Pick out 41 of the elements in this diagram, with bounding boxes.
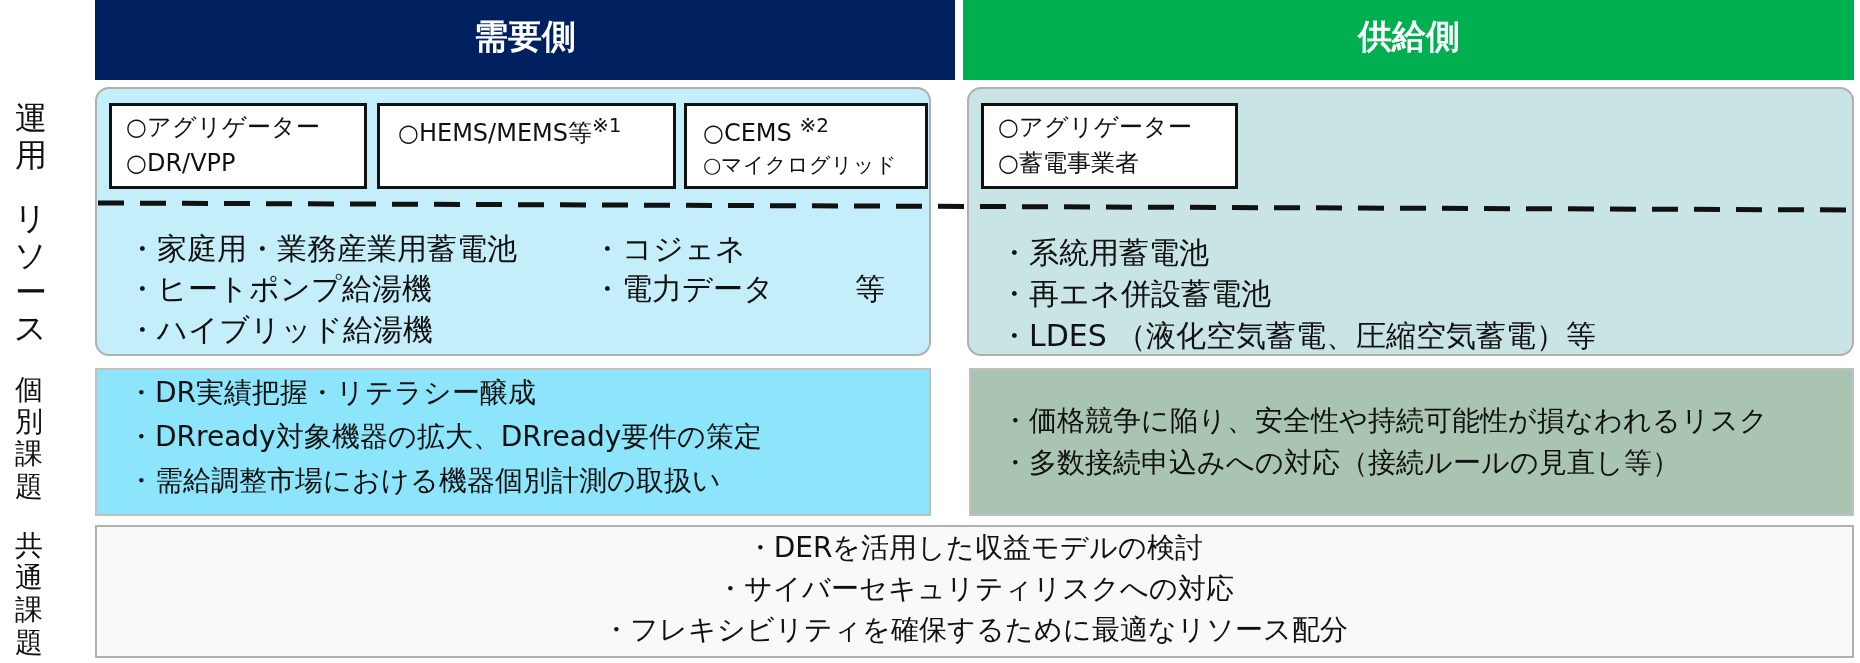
player-item: ○蓄電事業者: [998, 150, 1139, 177]
player-box: [109, 103, 367, 189]
issue-item: ・価格競争に陥り、安全性や持続可能性が損なわれるリスク: [1001, 406, 1768, 437]
issue-item: ・多数接続申込みへの対応（接続ルールの見直し等）: [1001, 448, 1680, 479]
header-bar: [963, 0, 1854, 80]
issue-item: ・DERを活用した収益モデルの検討: [744, 533, 1205, 564]
resource-item: ・電力データ: [592, 272, 774, 305]
resource-item: 等: [855, 272, 885, 305]
issue-item: ・需給調整市場における機器個別計測の取扱い: [127, 466, 721, 497]
resource-item: ・系統用蓄電池: [999, 236, 1209, 269]
player-item: ○CEMS $^{※2}$: [703, 114, 829, 147]
issue-panel: [95, 368, 931, 516]
issue-item: ・フレキシビリティを確保するために最適なリソース配分: [600, 615, 1349, 646]
row-label: リソース: [14, 200, 48, 348]
issue-item: ・サイバーセキュリティリスクへの対応: [714, 574, 1235, 605]
common-issue-panel: [95, 525, 1854, 658]
issue-item: ・DR実績把握・リテラシー醸成: [127, 378, 536, 409]
issue-item: ・DRready対象機器の拡大、DRready要件の策定: [127, 422, 763, 453]
row-label: 運用: [14, 100, 48, 174]
player-box: [377, 103, 676, 189]
resource-item: ・ハイブリッド給湯機: [127, 313, 433, 346]
issue-panel: [969, 368, 1854, 516]
player-box: [981, 103, 1238, 189]
row-label: 共通課題: [14, 530, 44, 659]
header-bar: [95, 0, 955, 80]
resource-item: ・再エネ併設蓄電池: [999, 277, 1271, 310]
row-label: 個別課題: [14, 374, 44, 503]
player-item: ○アグリゲーター: [998, 114, 1192, 141]
resource-item: ・家庭用・業務産業用蓄電池: [127, 232, 517, 265]
resource-item: ・ヒートポンプ給湯機: [127, 272, 432, 305]
category-panel: [967, 87, 1854, 356]
player-item: ○DR/VPP: [126, 150, 236, 177]
player-box: [684, 103, 928, 189]
category-panel: [95, 87, 931, 356]
resource-item: ・LDES （液化空気蓄電、圧縮空気蓄電）等: [999, 319, 1597, 352]
player-item: ○アグリゲーター: [126, 114, 320, 141]
player-item: ○HEMS/MEMS等$^{※1}$: [398, 114, 622, 147]
header-title: 需要側: [473, 18, 577, 56]
resource-item: ・コジェネ: [592, 232, 746, 265]
player-item: ○マイクログリッド: [703, 154, 898, 178]
header-title: 供給側: [1356, 18, 1461, 56]
